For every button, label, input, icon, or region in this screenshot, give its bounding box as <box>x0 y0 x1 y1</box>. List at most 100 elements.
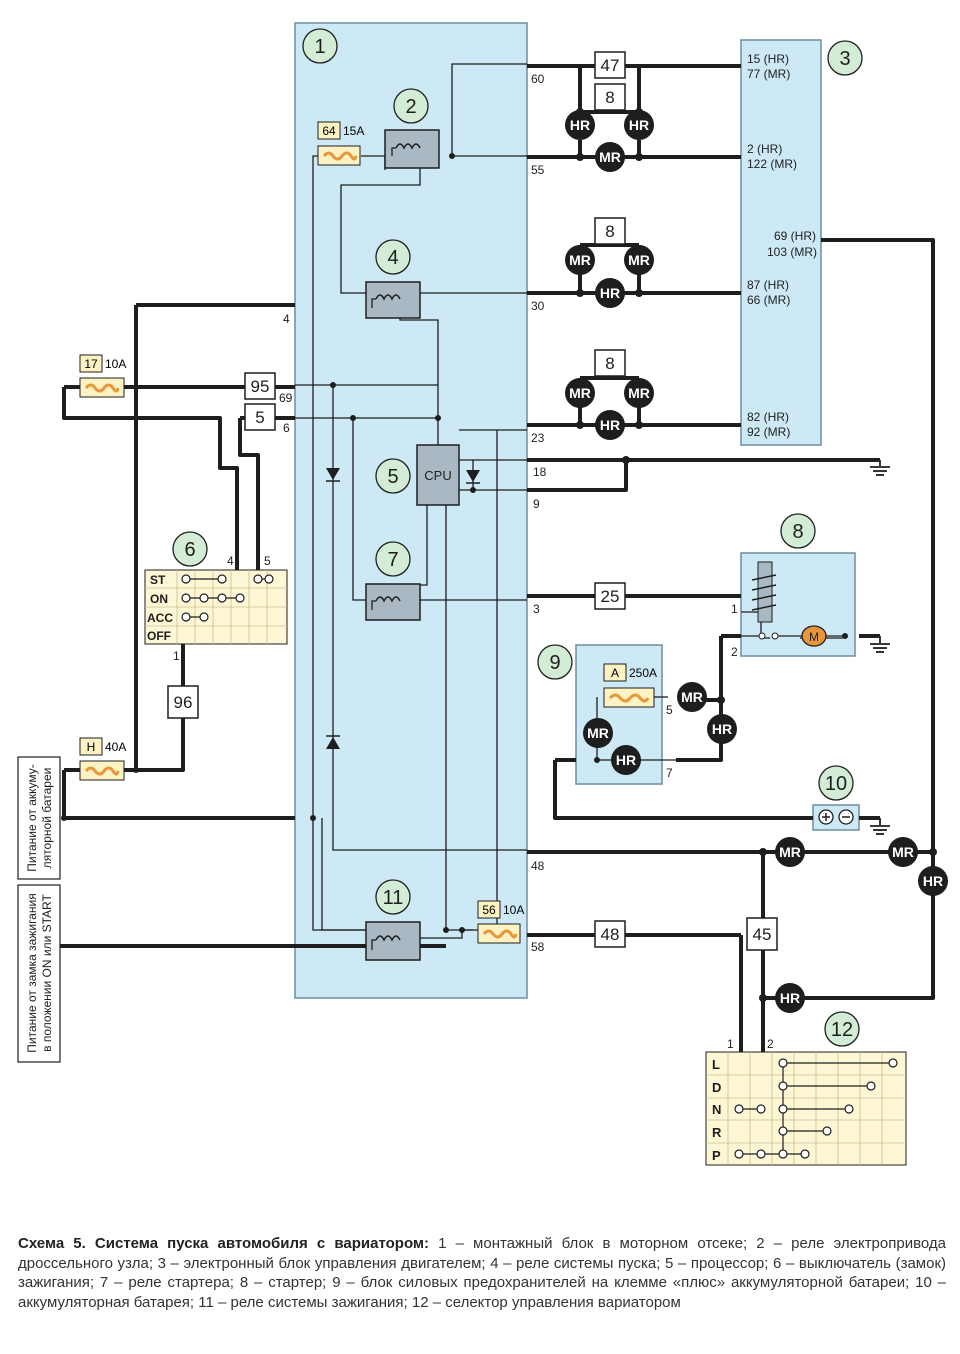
caption-text: 1 – монтажный блок в моторном отсеке; 2 … <box>18 1235 946 1311</box>
fuse-64-number: 64 <box>322 124 336 138</box>
fuse-56-rating: 10A <box>503 903 524 917</box>
pin-30: 30 <box>531 299 545 313</box>
connector-96: 96 <box>174 693 193 712</box>
selector-pin-1: 1 <box>727 1037 734 1051</box>
thick-wires <box>60 64 935 1052</box>
unit-9: 9 <box>549 652 560 674</box>
node-mr-9-label: MR <box>892 844 914 860</box>
node-mr-4-label: MR <box>569 385 591 401</box>
connector-48-box <box>594 920 626 948</box>
switch-row-off: OFF <box>147 629 171 643</box>
ecu-pin-122: 122 (MR) <box>747 157 797 171</box>
ecu-pin-2: 2 (HR) <box>747 142 782 156</box>
relay-7 <box>365 583 421 621</box>
unit-4: 4 <box>387 247 398 269</box>
connector-8b-box <box>594 217 626 245</box>
node-mr-5 <box>624 378 654 408</box>
unit-9-badge <box>537 644 573 680</box>
connector-47: 47 <box>601 56 620 75</box>
connector-5-box <box>244 403 276 431</box>
fuse-64-rating: 15A <box>343 124 364 138</box>
connector-48: 48 <box>601 925 620 944</box>
ecu-box <box>740 39 822 446</box>
unit-5-badge <box>375 458 411 494</box>
node-hr-2 <box>624 110 654 140</box>
fuse-H-rating: 40A <box>105 740 126 754</box>
selector-grid: L D N R P <box>705 1051 907 1166</box>
connector-47-box <box>594 51 626 79</box>
fuse-56: 56 10A <box>477 900 524 944</box>
unit-10: 10 <box>825 773 847 795</box>
starter-internals: M <box>741 561 848 647</box>
motor-label: M <box>809 630 819 644</box>
node-mr-6-label: MR <box>681 689 703 705</box>
fuse-17-rating: 10A <box>105 357 126 371</box>
unit-2: 2 <box>405 96 416 118</box>
node-hr-8-label: HR <box>780 990 800 1006</box>
switch-pin-5: 5 <box>264 554 271 568</box>
fuse-17-number: 17 <box>84 357 98 371</box>
ecu-pin-82: 82 (HR) <box>747 410 789 424</box>
caption-title: Схема 5. Система пуска автомобиля с вари… <box>18 1235 430 1252</box>
pin-3: 3 <box>533 602 540 616</box>
selector-row-p: P <box>712 1148 721 1163</box>
unit-12-badge <box>824 1011 860 1047</box>
fuse-A-rating: 250A <box>629 666 657 680</box>
node-hr-2-label: HR <box>629 117 649 133</box>
ground-symbol-3 <box>870 818 890 835</box>
fuse-A: A 250A <box>603 663 657 708</box>
connector-5: 5 <box>255 408 264 427</box>
starter-pin-1: 1 <box>731 602 738 616</box>
pin-48: 48 <box>531 859 545 873</box>
pin-9: 9 <box>533 497 540 511</box>
diode-1 <box>326 468 340 482</box>
unit-11-badge <box>375 879 411 915</box>
node-hr-6 <box>611 745 641 775</box>
node-hr-1 <box>565 110 595 140</box>
unit-3: 3 <box>839 48 850 70</box>
unit-8: 8 <box>792 521 803 543</box>
selector-row-r: R <box>712 1125 722 1140</box>
pin-58: 58 <box>531 940 545 954</box>
unit-1: 1 <box>314 36 325 58</box>
ecu-pin-77: 77 (MR) <box>747 67 790 81</box>
ecu-pin-69: 69 (HR) <box>774 229 816 243</box>
unit-6: 6 <box>184 539 195 561</box>
node-mr-4 <box>565 378 595 408</box>
node-mr-6 <box>677 682 707 712</box>
relay-4 <box>365 281 421 319</box>
node-hr-4 <box>595 410 625 440</box>
ecu-pin-92: 92 (MR) <box>747 425 790 439</box>
pin-4: 4 <box>283 312 290 326</box>
node-hr-1-label: HR <box>570 117 590 133</box>
cpu-chip <box>416 444 460 506</box>
unit-8-badge <box>780 513 816 549</box>
node-mr-7-label: MR <box>587 725 609 741</box>
fuse-64: 64 15A <box>317 121 364 166</box>
starter-pin-2: 2 <box>731 645 738 659</box>
unit-2-badge <box>393 88 429 124</box>
battery-symbols <box>818 809 854 825</box>
node-mr-2 <box>565 245 595 275</box>
node-mr-3-label: MR <box>628 252 650 268</box>
connector-95-box <box>244 372 276 400</box>
unit-11: 11 <box>383 887 404 909</box>
pin-55: 55 <box>531 163 545 177</box>
connector-45: 45 <box>753 925 772 944</box>
ecu-pin-87: 87 (HR) <box>747 278 789 292</box>
connector-25-box <box>594 582 626 610</box>
node-mr-7 <box>583 718 613 748</box>
fusebox-pin-5: 5 <box>666 703 673 717</box>
fuse-A-number: A <box>611 666 619 680</box>
ground-symbol-2 <box>870 636 890 653</box>
selector-pin-2: 2 <box>767 1037 774 1051</box>
ecu-pin-66: 66 (MR) <box>747 293 790 307</box>
node-mr-8 <box>775 837 805 867</box>
unit-7-badge <box>375 541 411 577</box>
wiring-diagram: CPU 64 15A 17 10A H 40A 56 10A A 250A <box>17 22 948 1166</box>
pin-60: 60 <box>531 72 545 86</box>
node-hr-5 <box>707 714 737 744</box>
node-hr-7-label: HR <box>923 873 943 889</box>
node-hr-6-label: HR <box>616 752 636 768</box>
switch-row-acc: ACC <box>147 611 173 625</box>
